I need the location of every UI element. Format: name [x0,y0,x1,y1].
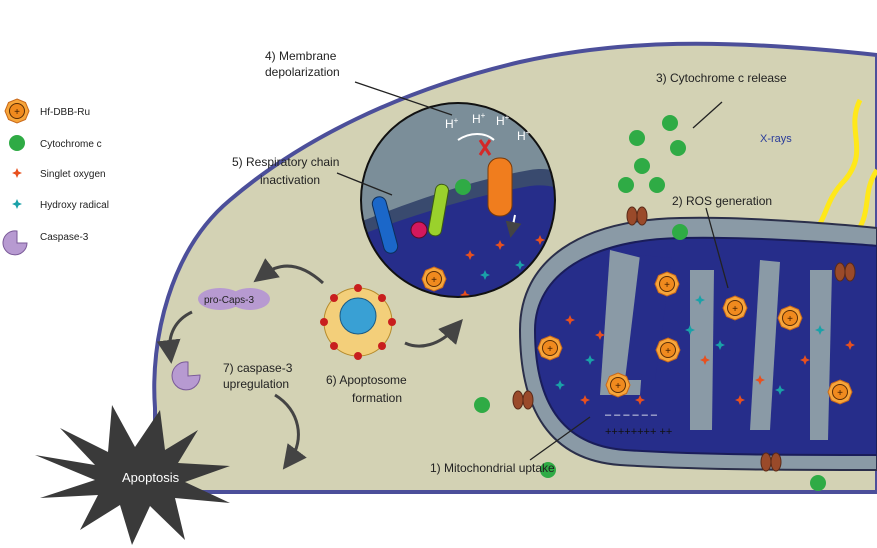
svg-text:+: + [615,381,621,392]
cytochrome-icon [9,135,25,151]
svg-text:Singlet oxygen: Singlet oxygen [40,169,106,180]
mito-charges-minus: – – – – – – [605,409,658,421]
svg-text:H+: H+ [517,128,531,143]
step-2-label: 2) ROS generation [672,194,772,208]
mitochondrion-plus-signs: + + + + + + + [547,280,843,399]
svg-text:formation: formation [352,391,402,405]
apoptosome [320,284,396,360]
pro-caps-label: pro-Caps-3 [204,295,254,306]
svg-text:Cytochrome c: Cytochrome c [40,139,102,150]
svg-text:+: + [732,304,738,315]
step-4-label: 4) Membrane [265,49,337,63]
svg-text:depolarization: depolarization [265,65,340,79]
svg-text:Hydroxy radical: Hydroxy radical [40,200,109,211]
svg-text:Caspase-3: Caspase-3 [40,232,89,243]
svg-text:+: + [547,344,553,355]
apoptosis-label: Apoptosis [122,470,180,485]
svg-text:H+: H+ [445,116,459,131]
proton-labels: H+ H+ H+ H+ [445,111,531,143]
singlet-oxygen-icon [12,168,22,178]
mitochondrion [518,216,877,471]
svg-text:H+: H+ [472,111,486,126]
step-5-label: 5) Respiratory chain [232,155,339,169]
cytosol-cytochrome-c [474,115,826,491]
nanoparticle-icon: + [4,98,30,124]
step-1-label: 1) Mitochondrial uptake [430,461,555,475]
svg-text:+: + [787,314,793,325]
caspase-3-shape [171,361,201,391]
caspase-icon [2,230,28,256]
svg-text:H+: H+ [496,113,510,128]
step-7-label: 7) caspase-3 [223,361,293,375]
svg-text:+: + [837,388,843,399]
leader-lines [336,81,729,461]
svg-text:+: + [664,280,670,291]
zoom-plus-sign: + [431,275,437,286]
svg-text:+: + [14,107,20,118]
pro-caspase-3 [198,288,270,310]
step-3-label: 3) Cytochrome c release [656,71,787,85]
apoptosis-burst [35,405,230,545]
svg-text:upregulation: upregulation [223,377,289,391]
svg-text:Hf-DBB-Ru: Hf-DBB-Ru [40,107,90,118]
membrane-transporters [512,206,856,472]
svg-text:inactivation: inactivation [260,173,320,187]
hydroxy-radical-icon [12,199,22,209]
legend: + Hf-DBB-Ru Cytochrome c Singlet oxygen … [2,98,109,256]
step-6-label: 6) Apoptosome [326,373,407,387]
process-arrows [156,258,463,470]
xrays-label: X-rays [760,133,792,145]
step-labels: 4) Membrane depolarization 5) Respirator… [223,49,787,475]
svg-text:+: + [665,346,671,357]
mito-charges-plus: ++++++++ ++ [605,426,672,438]
